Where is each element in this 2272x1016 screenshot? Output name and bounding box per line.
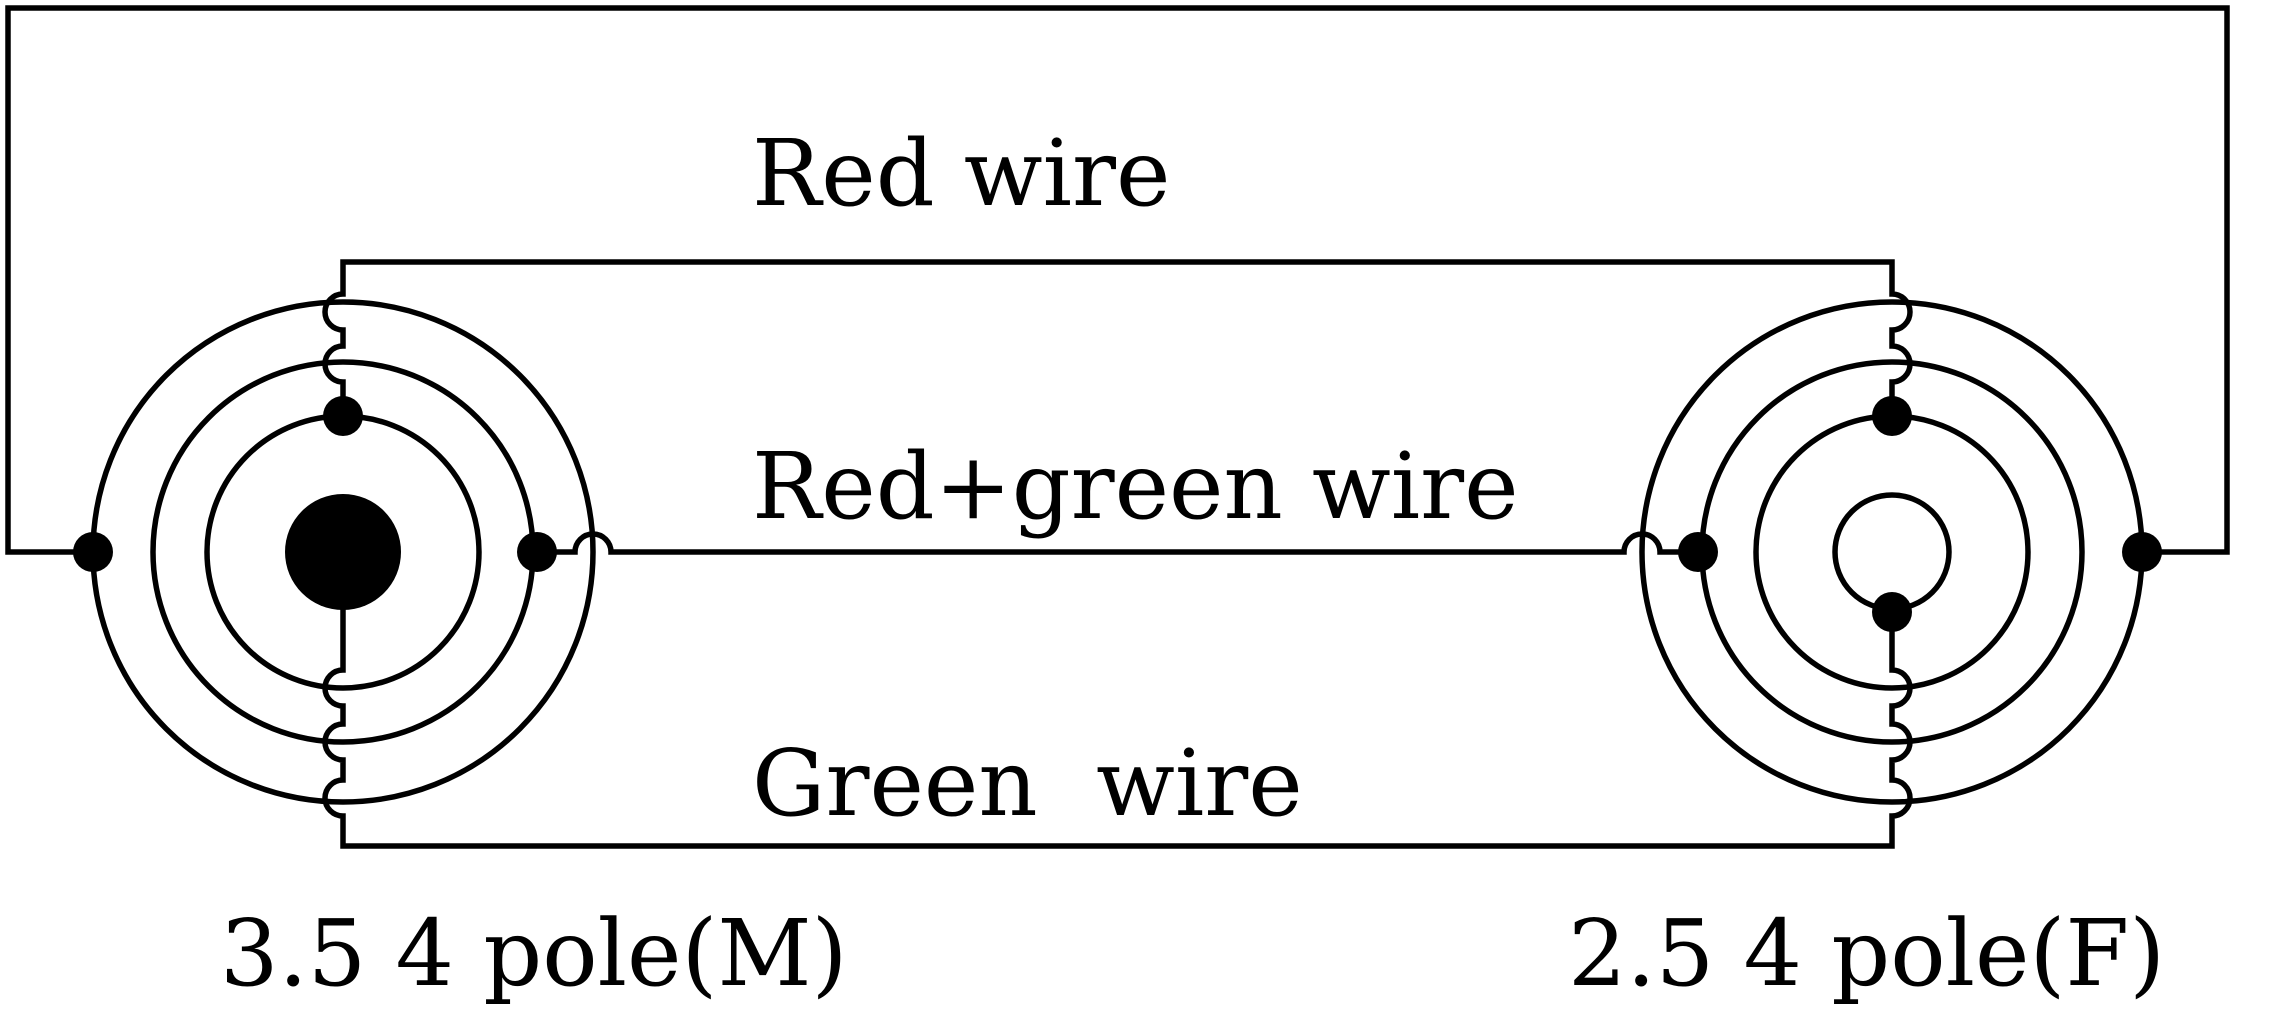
left-jack-node-outer	[73, 532, 113, 572]
green-wire-label: Green wire	[752, 730, 1303, 837]
left-connector-label: 3.5 4 pole(M)	[220, 900, 847, 1007]
right-connector-label: 2.5 4 pole(F)	[1568, 900, 2165, 1007]
red-wire-label: Red wire	[752, 120, 1170, 227]
red-green-wire-label: Red+green wire	[752, 433, 1519, 540]
right-jack-node-outer	[2122, 532, 2162, 572]
right-jack-tip-ring	[1832, 492, 1952, 612]
outer-loop-wire	[5, 5, 2230, 555]
right-jack-2-5mm	[1639, 299, 2162, 805]
red-green-wire-path	[534, 531, 1701, 555]
green-wire-path	[322, 549, 1913, 849]
red-wire-path	[322, 259, 1913, 419]
